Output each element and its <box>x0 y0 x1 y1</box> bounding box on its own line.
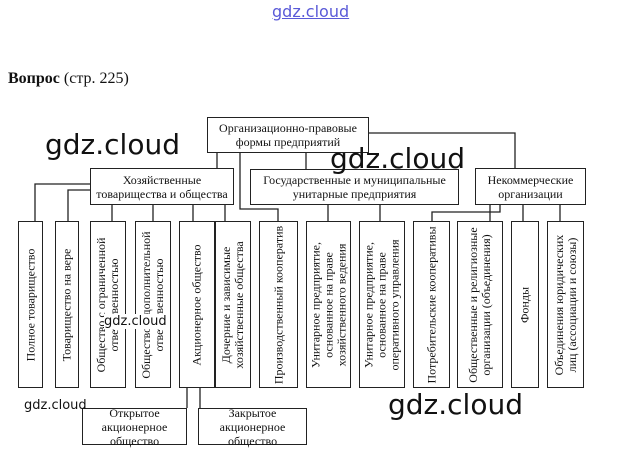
watermark: gdz.cloud <box>104 314 167 329</box>
root-box: Организационно-правовые формы предприяти… <box>207 117 369 153</box>
item-box: Унитарное предприятие, основанное на пра… <box>306 221 351 388</box>
question-label: Вопрос <box>8 70 60 87</box>
group-label: Хозяйственные товарищества и общества <box>96 172 228 201</box>
item-label: Полное товарищество <box>23 248 37 361</box>
item-label: Общественные и религиозные организации (… <box>466 226 493 383</box>
sub-item-label: Закрытое акционерное общество <box>219 405 286 448</box>
sub-item-box-open-jsc: Открытое акционерное общество <box>82 405 187 448</box>
item-box: Общество с дополнительной ответственност… <box>135 221 171 388</box>
item-label: Общество с ограниченной ответственностью <box>94 237 121 372</box>
item-box: Потребительские кооперативы <box>413 221 450 388</box>
group-box-economic: Хозяйственные товарищества и общества <box>90 168 234 205</box>
group-box-nonprofit: Некоммерческие организации <box>475 168 586 205</box>
watermark: gdz.cloud <box>45 128 180 161</box>
root-label: Организационно-правовые формы предприяти… <box>219 121 357 149</box>
site-link[interactable]: gdz.cloud <box>272 2 350 21</box>
watermark: gdz.cloud <box>388 388 523 421</box>
sub-item-box-closed-jsc: Закрытое акционерное общество <box>198 405 307 448</box>
item-label: Дочерние и зависимые хозяйственные общес… <box>219 240 246 369</box>
item-box: Полное товарищество <box>18 221 43 388</box>
item-label: Акционерное общество <box>189 243 204 366</box>
sub-item-label: Открытое акционерное общество <box>101 405 168 448</box>
item-box: Производственный кооператив <box>259 221 298 388</box>
item-label: Фонды <box>517 286 532 323</box>
group-label: Государственные и муниципальные унитарны… <box>263 173 446 201</box>
question-heading: Вопрос (стр. 225) <box>8 70 129 88</box>
item-box: Общественные и религиозные организации (… <box>457 221 503 388</box>
item-label: Унитарное предприятие, основанное на пра… <box>361 238 402 371</box>
item-label: Товарищество на вере <box>59 248 74 361</box>
group-label: Некоммерческие организации <box>487 172 574 201</box>
item-box: Фонды <box>511 221 539 388</box>
item-box: Общество с ограниченной ответственностью <box>90 221 126 388</box>
watermark: gdz.cloud <box>24 398 87 413</box>
group-box-state: Государственные и муниципальные унитарны… <box>250 169 459 205</box>
item-label: Общество с дополнительной ответственност… <box>139 230 166 379</box>
item-label: Производственный кооператив <box>271 225 285 384</box>
item-box: Унитарное предприятие, основанное на пра… <box>359 221 405 388</box>
item-label: Унитарное предприятие, основанное на пра… <box>308 241 348 368</box>
item-box: Товарищество на вере <box>55 221 79 388</box>
question-page: (стр. 225) <box>63 70 129 87</box>
item-label: Потребительские кооперативы <box>424 225 438 384</box>
watermark: gdz.cloud <box>330 142 465 175</box>
item-box: Акционерное общество <box>179 221 215 388</box>
item-box: Объединения юридических лиц (ассоциации … <box>547 221 584 388</box>
item-box: Дочерние и зависимые хозяйственные общес… <box>215 221 251 388</box>
item-label: Объединения юридических лиц (ассоциации … <box>551 234 579 375</box>
